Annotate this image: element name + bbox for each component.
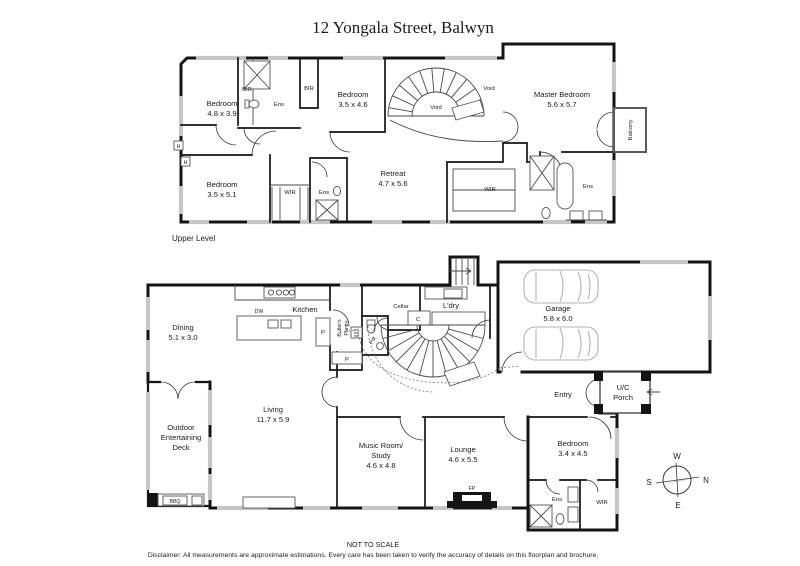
room-label-living: Living [263,405,283,414]
footer: NOT TO SCALE Disclaimer: All measurement… [148,540,598,559]
room-label-deck-1: Outdoor [167,423,195,432]
room-label-bedroom-sw: Bedroom [207,180,238,189]
compass-e: E [675,501,680,510]
room-label-music-2: Study [371,451,391,460]
label-wir-2: WIR [484,187,495,193]
room-dims-dining: 5.1 x 3.0 [168,333,197,342]
label-wir-3: WIR [596,500,607,506]
room-label-porch-2: Porch [613,393,633,402]
label-bir-2: BIR [304,86,314,92]
room-dims-music: 4.6 x 4.8 [366,461,395,470]
room-label-deck-2: Entertaining [161,433,202,442]
label-bbq: BBQ [170,499,181,505]
label-closet: C [416,317,421,323]
car-icon [523,269,599,304]
compass-s: S [646,478,651,487]
upper-level-caption: Upper Level [172,234,215,243]
label-butlers-pantry-1: Butler's [337,319,343,337]
room-dims-bedroom-se: 3.4 x 4.5 [558,449,587,458]
label-void-2: Void [483,86,494,92]
room-dims-garage: 5.8 x 6.0 [543,314,572,323]
label-ens-1: Ens [274,102,284,108]
room-label-music-1: Music Room/ [359,441,404,450]
room-label-dining: Dining [172,323,194,332]
label-fireplace: FP [469,486,476,492]
room-label-bedroom-n: Bedroom [338,90,369,99]
label-butlers-pantry-2: Pantry [344,320,350,335]
label-void-1: Void [430,105,441,111]
room-dims-retreat: 4.7 x 5.6 [378,179,407,188]
compass-n: N [703,476,709,485]
label-pantry-1: P [321,330,325,336]
room-label-kitchen: Kitchen [292,305,317,314]
room-label-entry: Entry [554,390,572,399]
room-label-lounge: Lounge [450,445,475,454]
upper-level-plan: Bedroom 4.8 x 3.9 BIR Ens BIR Bedroom 3.… [172,42,647,243]
label-bir-1: BIR [242,87,252,93]
label-h-2: H [184,160,188,166]
room-label-bedroom-nw: Bedroom [207,99,238,108]
label-powder-room: Pdr [369,335,378,345]
label-wir-1: WIR [284,190,295,196]
label-ens-4: Ens [552,497,562,503]
room-label-deck-3: Deck [172,443,190,452]
label-pantry-2: P [345,357,349,363]
room-dims-bedroom-sw: 3.5 x 5.1 [207,190,236,199]
room-dims-bedroom-n: 3.5 x 4.6 [338,100,367,109]
room-label-porch-1: U/C [616,383,630,392]
label-ens-2: Ens [319,190,329,196]
room-dims-bedroom-nw: 4.8 x 3.9 [207,109,236,118]
label-balcony: Balcony [628,119,634,140]
car-icon [523,326,599,361]
label-h-1: H [177,144,181,150]
upper-stairs [387,67,504,142]
disclaimer-text: Disclaimer: All measurements are approxi… [148,552,598,559]
label-dishwasher: DW [255,309,264,315]
scale-note: NOT TO SCALE [347,540,400,549]
room-label-retreat: Retreat [381,169,407,178]
room-label-laundry: L'dry [443,301,459,310]
room-label-bedroom-se: Bedroom [558,439,589,448]
ground-stairs [339,324,521,393]
fireplace-icon [447,492,497,508]
room-dims-lounge: 4.6 x 5.5 [448,455,477,464]
ground-level-plan: Dining 5.1 x 3.0 Kitchen DW P P Butler's… [145,255,713,532]
room-dims-master-bedroom: 5.6 x 5.7 [547,100,576,109]
room-label-garage: Garage [545,304,570,313]
room-label-cellar: Cellar [393,304,408,310]
page-title: 12 Yongala Street, Balwyn [312,18,494,37]
room-label-master-bedroom: Master Bedroom [534,90,590,99]
label-ens-3: Ens [583,184,593,190]
bbq-bench [148,493,205,507]
compass-w: W [673,452,681,461]
compass-rose-icon: W N S E [646,452,709,510]
room-dims-living: 11.7 x 5.9 [257,415,290,424]
